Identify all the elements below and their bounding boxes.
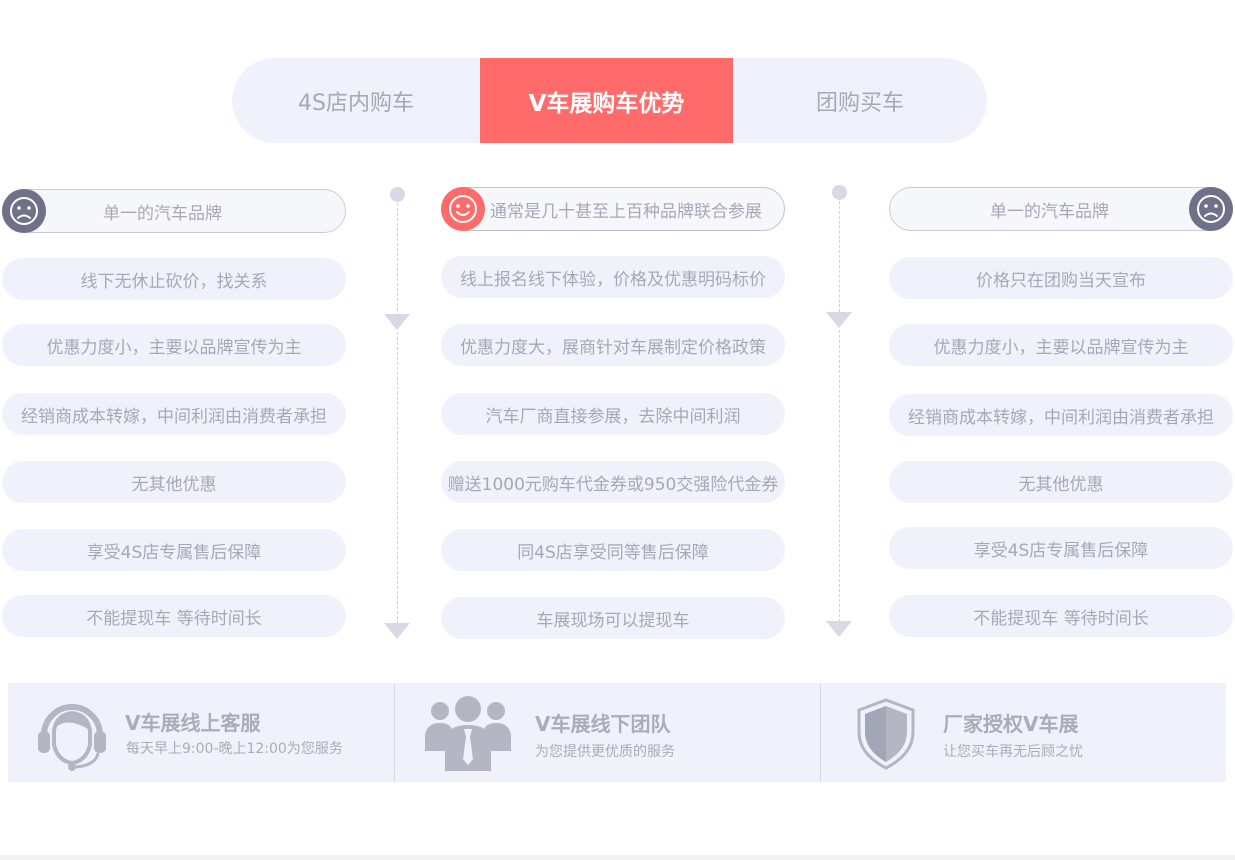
column-divider (826, 185, 852, 640)
sad-face-icon (1189, 187, 1233, 231)
column-head: 单一的汽车品牌 (2, 189, 346, 233)
list-item: 享受4S店专属售后保障 (2, 529, 346, 571)
list-item: 享受4S店专属售后保障 (889, 527, 1233, 569)
arrow-down-icon (384, 623, 410, 639)
arrow-down-icon (826, 312, 852, 328)
list-item: 经销商成本转嫁，中间利润由消费者承担 (889, 394, 1233, 436)
arrow-down-icon (384, 314, 410, 330)
list-item: 无其他优惠 (2, 461, 346, 503)
service-title: 厂家授权V车展 (943, 712, 1079, 736)
column-head: 通常是几十甚至上百种品牌联合参展 (441, 187, 785, 231)
column-divider (384, 187, 410, 642)
service-authorized: 厂家授权V车展 让您买车再无后顾之忧 (821, 683, 1226, 782)
list-item: 不能提现车 等待时间长 (889, 595, 1233, 637)
tab-v-auto-show[interactable]: V车展购车优势 (480, 58, 733, 143)
tab-group-buy[interactable]: 团购买车 (815, 90, 904, 116)
service-separator (820, 683, 821, 782)
tab-4s-store[interactable]: 4S店内购车 (298, 90, 414, 116)
service-strip: V车展线上客服 每天早上9:00-晚上12:00为您服务 V车展线下团队 为您提… (8, 683, 1226, 782)
footer-divider (0, 855, 1235, 860)
tab-bar: 4S店内购车 V车展购车优势 团购买车 (232, 58, 987, 143)
team-icon (425, 696, 511, 771)
list-item: 无其他优惠 (889, 461, 1233, 503)
column-head-label: 单一的汽车品牌 (103, 203, 222, 224)
service-separator (394, 683, 395, 782)
list-item: 优惠力度小，主要以品牌宣传为主 (889, 324, 1233, 366)
sad-face-icon (2, 189, 46, 233)
headset-icon (38, 704, 106, 771)
service-subtitle: 让您买车再无后顾之忧 (943, 744, 1083, 760)
service-title: V车展线下团队 (535, 712, 671, 736)
list-item: 经销商成本转嫁，中间利润由消费者承担 (2, 393, 346, 435)
list-item: 优惠力度大，展商针对车展制定价格政策 (441, 324, 785, 366)
column-head-label: 单一的汽车品牌 (990, 201, 1109, 222)
service-offline-team: V车展线下团队 为您提供更优质的服务 (395, 683, 820, 782)
service-subtitle: 为您提供更优质的服务 (535, 744, 675, 760)
service-online-support: V车展线上客服 每天早上9:00-晚上12:00为您服务 (8, 683, 394, 782)
list-item: 价格只在团购当天宣布 (889, 257, 1233, 299)
list-item: 车展现场可以提现车 (441, 597, 785, 639)
list-item: 同4S店享受同等售后保障 (441, 529, 785, 571)
list-item: 线上报名线下体验，价格及优惠明码标价 (441, 256, 785, 298)
column-head: 单一的汽车品牌 (889, 187, 1233, 231)
shield-icon (857, 698, 915, 770)
list-item: 线下无休止砍价，找关系 (2, 258, 346, 300)
column-head-label: 通常是几十甚至上百种品牌联合参展 (490, 201, 762, 222)
list-item: 优惠力度小，主要以品牌宣传为主 (2, 324, 346, 366)
list-item: 赠送1000元购车代金券或950交强险代金券 (441, 461, 785, 503)
happy-face-icon (441, 187, 485, 231)
service-title: V车展线上客服 (125, 711, 261, 735)
list-item: 不能提现车 等待时间长 (2, 595, 346, 637)
service-subtitle: 每天早上9:00-晚上12:00为您服务 (126, 741, 343, 757)
list-item: 汽车厂商直接参展，去除中间利润 (441, 393, 785, 435)
arrow-down-icon (826, 621, 852, 637)
